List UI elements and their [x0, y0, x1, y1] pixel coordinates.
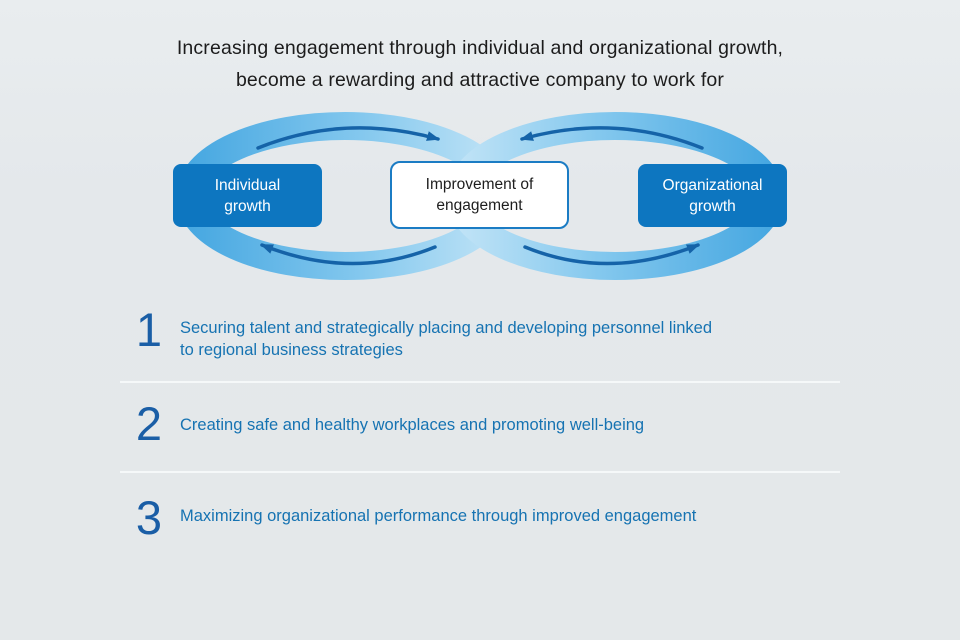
- flow-arrow-bottom-left: [260, 243, 437, 266]
- divider-1: [120, 381, 840, 383]
- item-text-2: Creating safe and healthy workplaces and…: [180, 416, 645, 434]
- flow-arrow-top-right: [520, 126, 704, 150]
- divider-2: [120, 471, 840, 473]
- organizational-growth-box: Organizational growth: [638, 164, 787, 227]
- item-text-1: Securing talent and strategically placin…: [180, 319, 713, 359]
- item-number-1: 1: [135, 303, 163, 356]
- page-title-line1: Increasing engagement through individual…: [176, 37, 784, 59]
- page-title: Increasing engagement through individual…: [0, 32, 960, 96]
- flow-arrow-top-left: [256, 126, 440, 150]
- page-title-line2: become a rewarding and attractive compan…: [235, 69, 725, 91]
- individual-growth-label: Individual growth: [214, 176, 281, 215]
- individual-growth-box: Individual growth: [173, 164, 322, 227]
- improvement-of-engagement-label: Improvement of engagement: [425, 176, 534, 214]
- item-number-3: 3: [135, 491, 163, 544]
- flow-arrow-bottom-right: [523, 243, 700, 266]
- improvement-of-engagement-box: Improvement of engagement: [390, 161, 569, 229]
- organizational-growth-label: Organizational growth: [662, 176, 763, 215]
- item-text-3: Maximizing organizational performance th…: [180, 507, 697, 525]
- item-number-2: 2: [135, 397, 163, 450]
